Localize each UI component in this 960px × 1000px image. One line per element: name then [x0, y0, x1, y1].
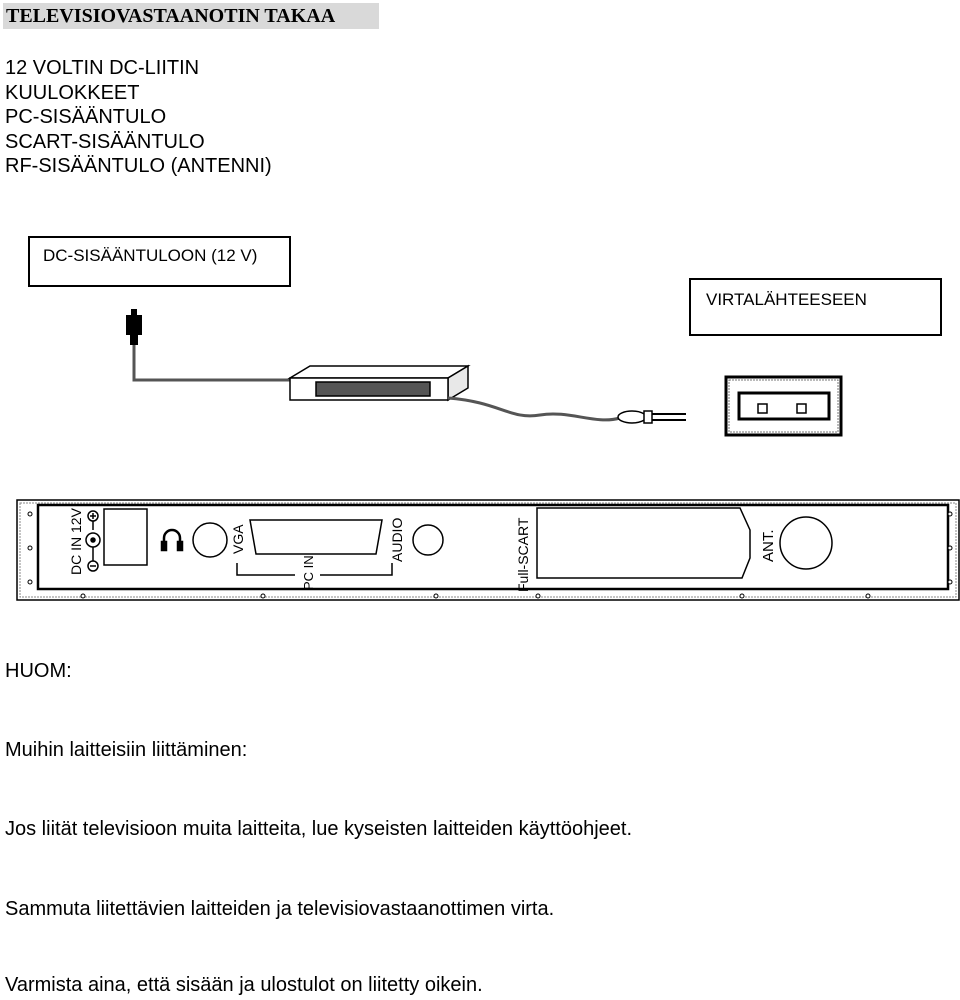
audio-jack	[412, 524, 444, 556]
mains-cable	[447, 396, 621, 422]
panel-label-ant: ANT.	[760, 529, 777, 562]
dc-plug-icon	[126, 309, 142, 345]
instruction-1: Jos liität televisioon muita laitteita, …	[5, 818, 633, 840]
connecting-title: Muihin laitteisiin liittäminen:	[5, 739, 248, 761]
connector-item-scart: SCART-SISÄÄNTULO	[5, 130, 205, 153]
panel-label-vga: VGA	[230, 524, 246, 554]
vga-port	[249, 519, 383, 555]
pc-in-bracket	[236, 563, 393, 576]
note-heading: HUOM:	[5, 660, 72, 682]
connector-item-rf: RF-SISÄÄNTULO (ANTENNI)	[5, 155, 272, 177]
panel-label-pc-in: PC IN	[301, 555, 316, 590]
headphones-jack	[192, 522, 228, 558]
wall-socket-icon	[724, 375, 843, 437]
panel-label-full-scart: Full-SCART	[515, 517, 531, 592]
power-source-label-box: VIRTALÄHTEESEEN	[689, 278, 942, 336]
connector-item-pc: PC-SISÄÄNTULO	[5, 106, 167, 128]
antenna-jack	[779, 516, 833, 570]
power-adapter-icon	[287, 364, 471, 402]
panel-label-dc-in: DC IN 12V	[68, 507, 84, 575]
connector-list: 12 VOLTIN DC-LIITIN KUULOKKEET PC-SISÄÄN…	[5, 56, 272, 179]
mains-plug-icon	[617, 410, 686, 424]
panel-label-audio: AUDIO	[389, 518, 405, 562]
dc-polarity-icon	[85, 510, 101, 572]
connector-item-headphones: KUULOKKEET	[5, 81, 140, 104]
scart-port	[536, 507, 751, 579]
instruction-2: Sammuta liitettävien laitteiden ja telev…	[5, 898, 555, 920]
instruction-3: Varmista aina, että sisään ja ulostulot …	[5, 974, 483, 996]
page-title: TELEVISIOVASTAANOTIN TAKAA	[3, 3, 379, 29]
dc-jack	[103, 508, 148, 566]
headphones-icon	[160, 528, 184, 552]
tv-back-panel: DC IN 12V VGA AUDIO PC IN Full-SCART ANT…	[16, 499, 960, 601]
dc-cable	[132, 345, 290, 382]
dc-input-label-box: DC-SISÄÄNTULOON (12 V)	[28, 236, 291, 287]
connector-item-dc: 12 VOLTIN DC-LIITIN	[5, 57, 200, 79]
